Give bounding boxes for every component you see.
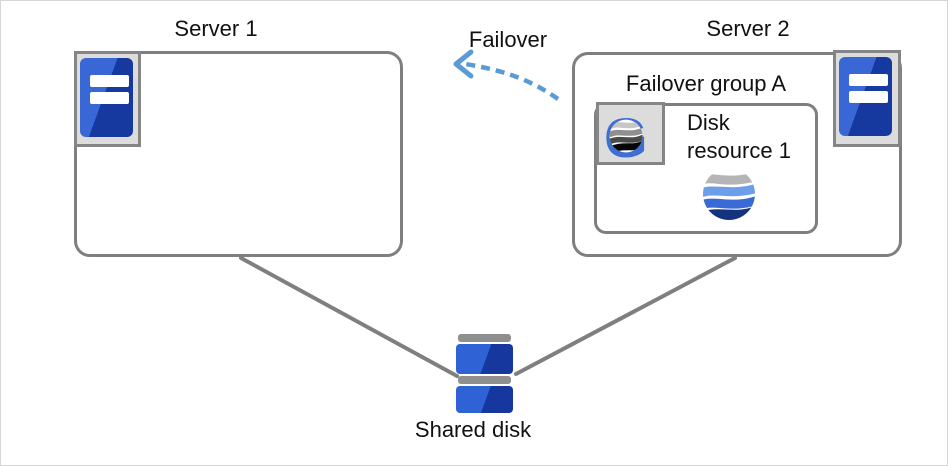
server-slot-bar <box>90 92 129 104</box>
disk-resource-label: Disk resource 1 <box>687 109 791 165</box>
server2-label: Server 2 <box>706 16 790 41</box>
server1-label: Server 1 <box>174 16 258 41</box>
server2-shared-disk-connector <box>514 256 737 376</box>
disk-cap <box>458 376 511 384</box>
shared-disk-icon <box>456 334 513 413</box>
disk-cap <box>458 334 511 342</box>
failover-group-icon: G <box>596 102 665 169</box>
server1-server-icon <box>74 51 141 147</box>
server-slot-bar <box>849 91 888 103</box>
failover-label: Failover <box>468 27 548 52</box>
g-globe-icon: G <box>604 106 648 169</box>
server-tower-body <box>839 57 892 136</box>
failover-arrow-icon <box>453 49 560 101</box>
disk-resource-label-line1: Disk <box>687 110 730 135</box>
disk-resource-label-line2: resource 1 <box>687 138 791 163</box>
striped-globe-icon <box>703 168 755 220</box>
server2-server-icon <box>833 50 901 147</box>
disk-platter <box>456 386 513 413</box>
server-slot-bar <box>90 75 129 87</box>
failover-group-label: Failover group A <box>625 71 787 96</box>
disk-platter <box>456 344 513 374</box>
server1-shared-disk-connector <box>239 256 459 378</box>
disk-resource-icon <box>703 168 755 225</box>
server-tower-body <box>80 58 133 137</box>
server-slot-bar <box>849 74 888 86</box>
shared-disk-label: Shared disk <box>414 417 532 442</box>
